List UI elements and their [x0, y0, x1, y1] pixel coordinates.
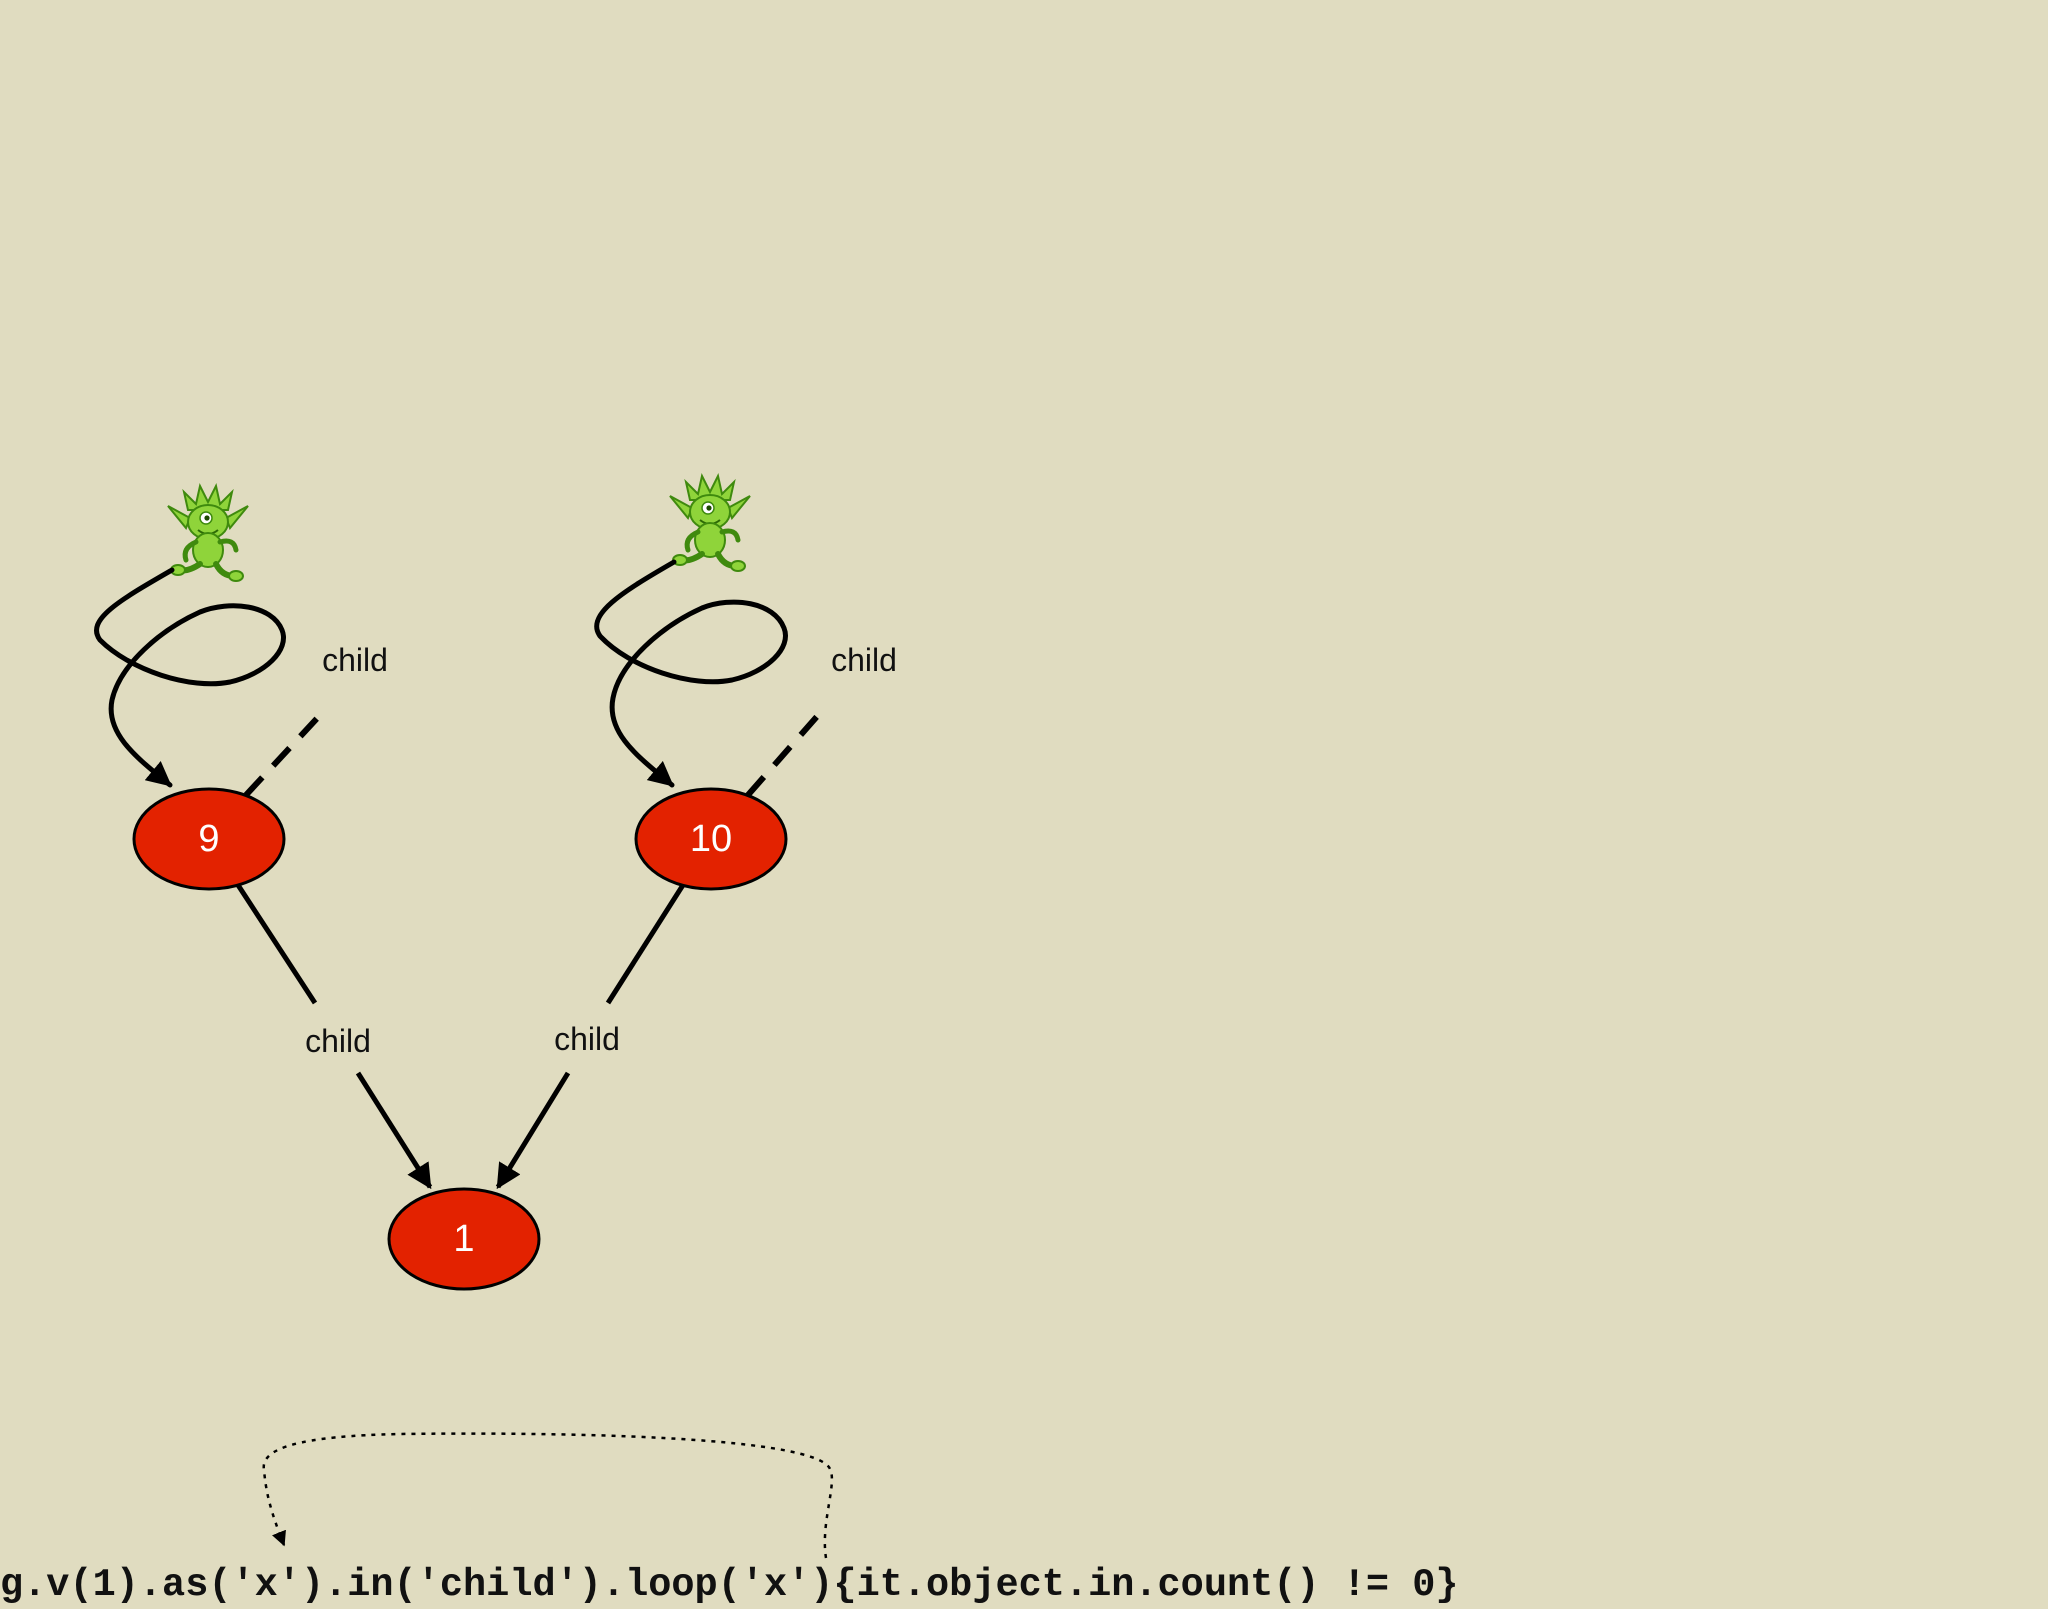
vertex-1: 1	[387, 1187, 541, 1291]
vertex-10-label: 10	[690, 818, 732, 860]
loop-label-9: child	[322, 642, 388, 678]
gremlin-path-right	[594, 559, 788, 788]
edge-9-to-1	[235, 883, 433, 1190]
gremlin-icon-right	[670, 476, 750, 571]
vertex-9: 9	[132, 787, 286, 891]
gremlin-path-left	[94, 567, 286, 788]
gremlin-query-code: g.v(1).as('x').in('child').loop('x'){it.…	[0, 1563, 1459, 1607]
loop-label-10: child	[831, 642, 897, 678]
vertex-1-label: 1	[453, 1218, 474, 1260]
loop-back-arrow	[262, 1432, 834, 1559]
edge-label-10-to-1: child	[554, 1021, 620, 1057]
dashed-edge-9	[243, 710, 325, 798]
edge-label-9-to-1: child	[305, 1023, 371, 1059]
vertex-10: 10	[634, 787, 788, 891]
dashed-edge-10	[745, 711, 823, 797]
vertex-9-label: 9	[198, 818, 219, 860]
gremlin-icon-left	[168, 486, 248, 581]
edge-10-to-1	[495, 883, 686, 1190]
